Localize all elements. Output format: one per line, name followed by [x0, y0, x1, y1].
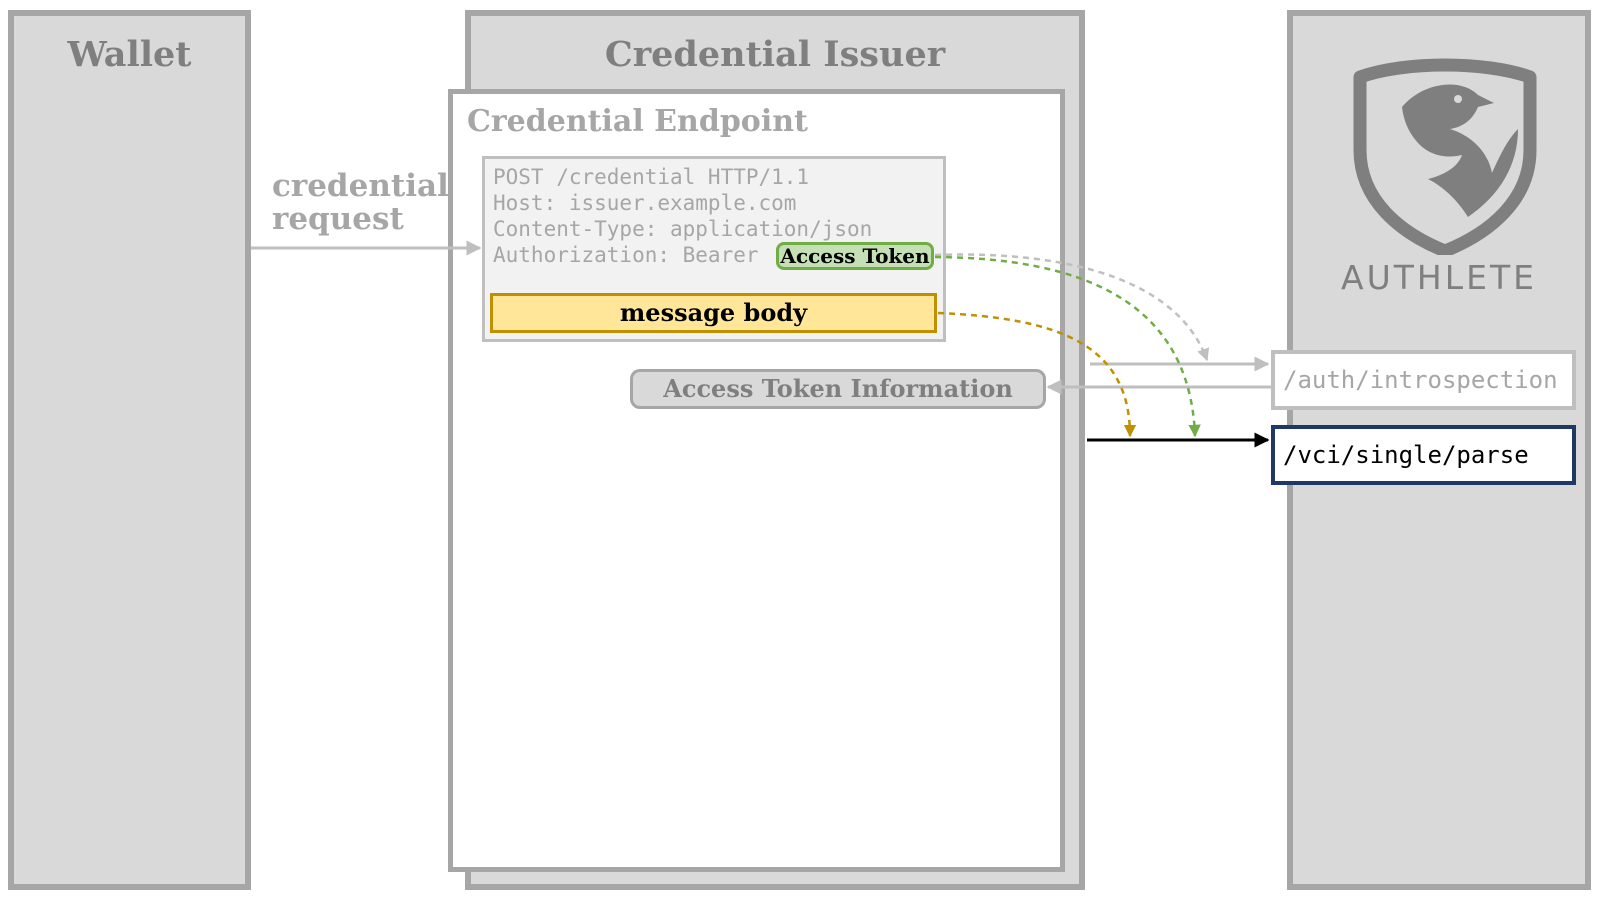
access-token-to-parse-dashed — [934, 255, 1201, 438]
auth-introspection-api-box: /auth/introspection — [1271, 350, 1576, 410]
credential-request-label-line1: credential — [272, 168, 449, 204]
message-body-to-parse-dashed — [937, 311, 1137, 438]
credential-request-label-line2: request — [272, 201, 404, 237]
access-token-to-introspection-dashed — [934, 253, 1210, 362]
wallet-panel: Wallet — [8, 10, 251, 890]
wallet-title: Wallet — [67, 34, 192, 75]
message-body-box: message body — [490, 293, 937, 333]
phoenix-shield-icon — [1353, 58, 1537, 255]
authlete-brand-text: AUTHLETE — [1341, 258, 1537, 297]
access-token-information-box: Access Token Information — [630, 369, 1046, 409]
http-request-line: POST /credential HTTP/1.1 — [493, 165, 810, 189]
credential-endpoint-title: Credential Endpoint — [467, 104, 808, 139]
access-token-chip: Access Token — [776, 242, 934, 270]
http-content-type-header: Content-Type: application/json — [493, 217, 873, 241]
credential-issuer-title: Credential Issuer — [604, 34, 946, 75]
credential-request-label: credential request — [272, 170, 449, 236]
http-host-header: Host: issuer.example.com — [493, 191, 797, 215]
http-authorization-header: Authorization: Bearer — [493, 243, 759, 267]
vci-single-parse-api-box: /vci/single/parse — [1271, 425, 1576, 485]
